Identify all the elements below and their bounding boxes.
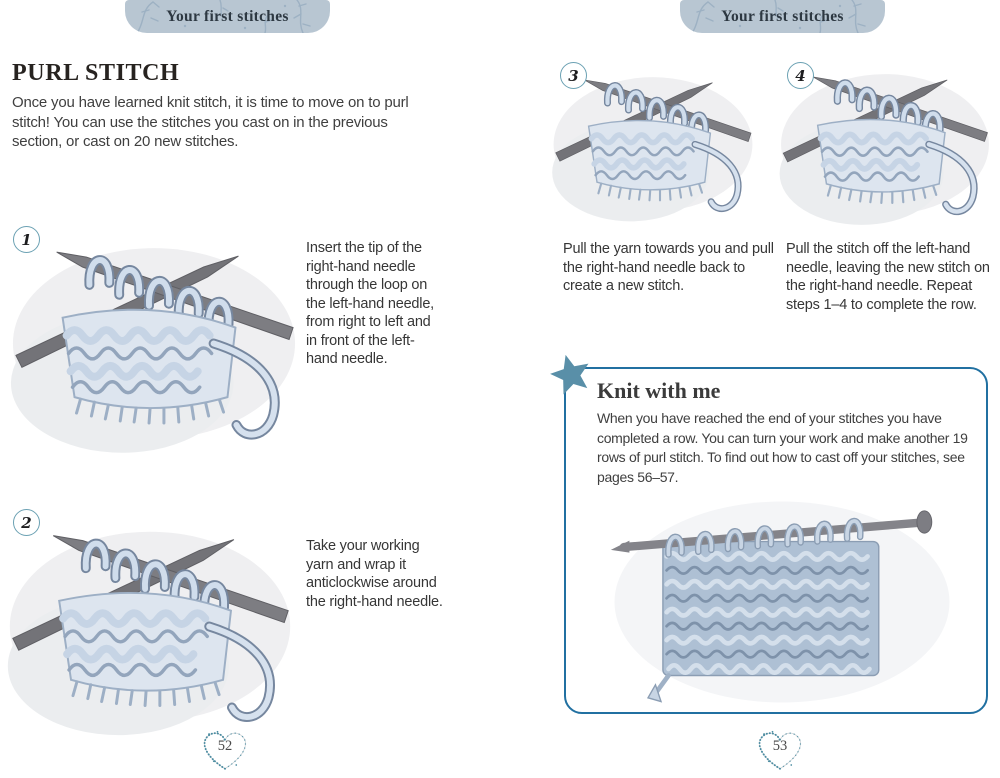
page-number-text: 52 bbox=[217, 738, 233, 754]
step-number-badge-3: 3 bbox=[560, 62, 587, 89]
step-caption-4: Pull the stitch off the left-hand needle… bbox=[786, 241, 990, 313]
page-number-53: 53 bbox=[750, 725, 810, 775]
step-caption-3: Pull the yarn towards you and pull the r… bbox=[563, 241, 774, 294]
step-number-badge-1: 1 bbox=[13, 226, 40, 253]
star-icon bbox=[549, 353, 593, 397]
section-tab-right: Your first stitches bbox=[680, 0, 885, 33]
section-tab-label: Your first stitches bbox=[721, 7, 844, 25]
callout-title: Knit with me bbox=[597, 378, 721, 403]
callout-body: When you have reached the end of your st… bbox=[597, 410, 968, 485]
step-number-badge-4: 4 bbox=[787, 62, 814, 89]
step-caption-1: Insert the tip of the right-hand needle … bbox=[306, 240, 435, 367]
knitted-swatch-illustration bbox=[604, 495, 960, 709]
step-number-4: 4 bbox=[795, 66, 806, 85]
step-number-2: 2 bbox=[21, 513, 32, 532]
page-number-52: 52 bbox=[195, 725, 255, 775]
section-tab-left: Your first stitches bbox=[125, 0, 330, 33]
step-number-3: 3 bbox=[568, 66, 579, 85]
page-number-text: 53 bbox=[772, 738, 788, 754]
step-number-badge-2: 2 bbox=[13, 509, 40, 536]
knitting-step-illustration-1 bbox=[5, 226, 303, 460]
step-number-1: 1 bbox=[21, 230, 32, 249]
page-title: PURL STITCH bbox=[12, 60, 180, 86]
intro-paragraph: Once you have learned knit stitch, it is… bbox=[12, 94, 409, 150]
step-caption-2: Take your working yarn and wrap it antic… bbox=[306, 538, 443, 610]
knitting-step-illustration-2 bbox=[0, 510, 300, 742]
section-tab-label: Your first stitches bbox=[166, 7, 289, 25]
